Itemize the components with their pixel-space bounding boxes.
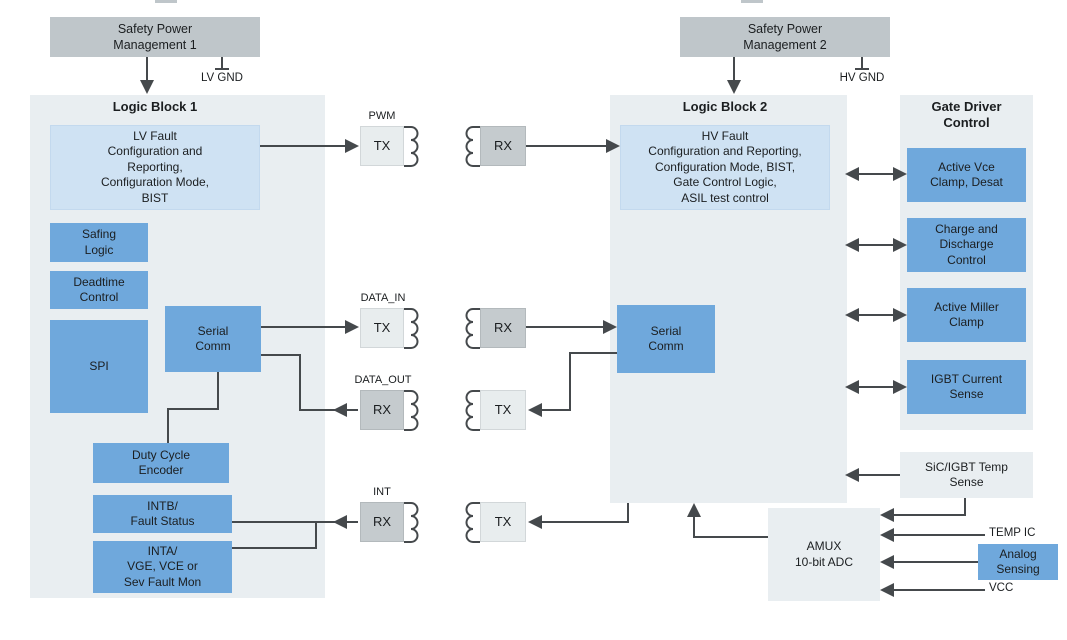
sic-igbt-temp-sense-box: SiC/IGBT Temp Sense	[900, 452, 1033, 498]
connector-tempsense-to-amux	[880, 498, 966, 522]
bidir-arrow-logic2-igbt	[845, 380, 907, 394]
igbt-current-sense-box: IGBT Current Sense	[907, 360, 1026, 414]
spi-box: SPI	[50, 320, 148, 413]
connector-rx-dataout-to-serial1	[261, 354, 358, 417]
serial-comm-1-box: Serial Comm	[165, 306, 261, 372]
transformer-coil-icon	[404, 126, 480, 543]
safety-power-management-1-box: Safety Power Management 1	[50, 17, 260, 57]
tx-data-in-cell: TX	[360, 308, 404, 348]
connector-serial1-to-tx-datain	[260, 320, 359, 334]
rx-pwm-cell: RX	[480, 126, 526, 166]
duty-cycle-encoder-box: Duty Cycle Encoder	[93, 443, 229, 483]
deadtime-control-box: Deadtime Control	[50, 271, 148, 309]
hv-fault-config-box: HV Fault Configuration and Reporting, Co…	[620, 125, 830, 210]
bidir-arrow-logic2-active-vce	[845, 167, 907, 181]
connector-rx-int-to-intb-inta	[232, 515, 358, 549]
safing-logic-box: Safing Logic	[50, 223, 148, 262]
ground-symbol-lv	[215, 57, 229, 70]
temp-ic-label: TEMP IC	[989, 527, 1036, 539]
connector-vcc-to-amux	[880, 583, 985, 597]
serial-comm-2-box: Serial Comm	[617, 305, 715, 373]
tx-int-cell: TX	[480, 502, 526, 542]
connector-lvfault-to-tx-pwm	[260, 139, 359, 153]
connector-amux-to-logic2	[687, 503, 768, 538]
connector-tempsense-to-logic2	[845, 468, 900, 482]
intb-fault-status-box: INTB/ Fault Status	[93, 495, 232, 533]
rx-data-in-cell: RX	[480, 308, 526, 348]
vcc-label: VCC	[989, 582, 1014, 594]
connector-serial1-to-duty-cycle	[167, 372, 219, 443]
amux-adc-box: AMUX 10-bit ADC	[768, 508, 880, 601]
safety-power-management-2-box: Safety Power Management 2	[680, 17, 890, 57]
connector-tempic-to-amux	[880, 528, 985, 542]
pwm-channel-label: PWM	[368, 110, 396, 122]
active-miller-clamp-box: Active Miller Clamp	[907, 288, 1026, 342]
connector-spm1-to-logic1	[140, 57, 154, 94]
connector-spm2-to-logic2	[727, 57, 741, 94]
ground-symbol-hv	[855, 57, 869, 70]
bidir-arrow-logic2-miller	[845, 308, 907, 322]
tx-data-out-cell: TX	[480, 390, 526, 430]
connector-rx-datain-to-serial2	[526, 320, 617, 334]
connector-serial2-to-tx-dataout	[528, 352, 617, 417]
bidir-arrow-logic2-charge	[845, 238, 907, 252]
rx-int-cell: RX	[360, 502, 404, 542]
data-in-channel-label: DATA_IN	[360, 292, 406, 304]
logic-block-1-title: Logic Block 1	[112, 99, 198, 114]
data-out-channel-label: DATA_OUT	[354, 374, 412, 386]
connector-logic2-to-tx-int	[528, 503, 629, 529]
charge-discharge-control-box: Charge and Discharge Control	[907, 218, 1026, 272]
analog-sensing-box: Analog Sensing	[978, 544, 1058, 580]
top-edge-artifact	[741, 0, 763, 3]
tx-pwm-cell: TX	[360, 126, 404, 166]
gate-driver-control-title: Gate Driver Control	[931, 99, 1002, 131]
active-vce-clamp-box: Active Vce Clamp, Desat	[907, 148, 1026, 202]
hv-gnd-label: HV GND	[839, 72, 885, 84]
inta-fault-mon-box: INTA/ VGE, VCE or Sev Fault Mon	[93, 541, 232, 593]
lv-gnd-label: LV GND	[201, 72, 243, 84]
lv-fault-config-box: LV Fault Configuration and Reporting, Co…	[50, 125, 260, 210]
rx-data-out-cell: RX	[360, 390, 404, 430]
top-edge-artifact	[155, 0, 177, 3]
connector-analog-to-amux	[880, 555, 978, 569]
int-channel-label: INT	[373, 486, 391, 498]
logic-block-2-title: Logic Block 2	[682, 99, 768, 114]
connector-rx-pwm-to-hvfault	[526, 139, 620, 153]
